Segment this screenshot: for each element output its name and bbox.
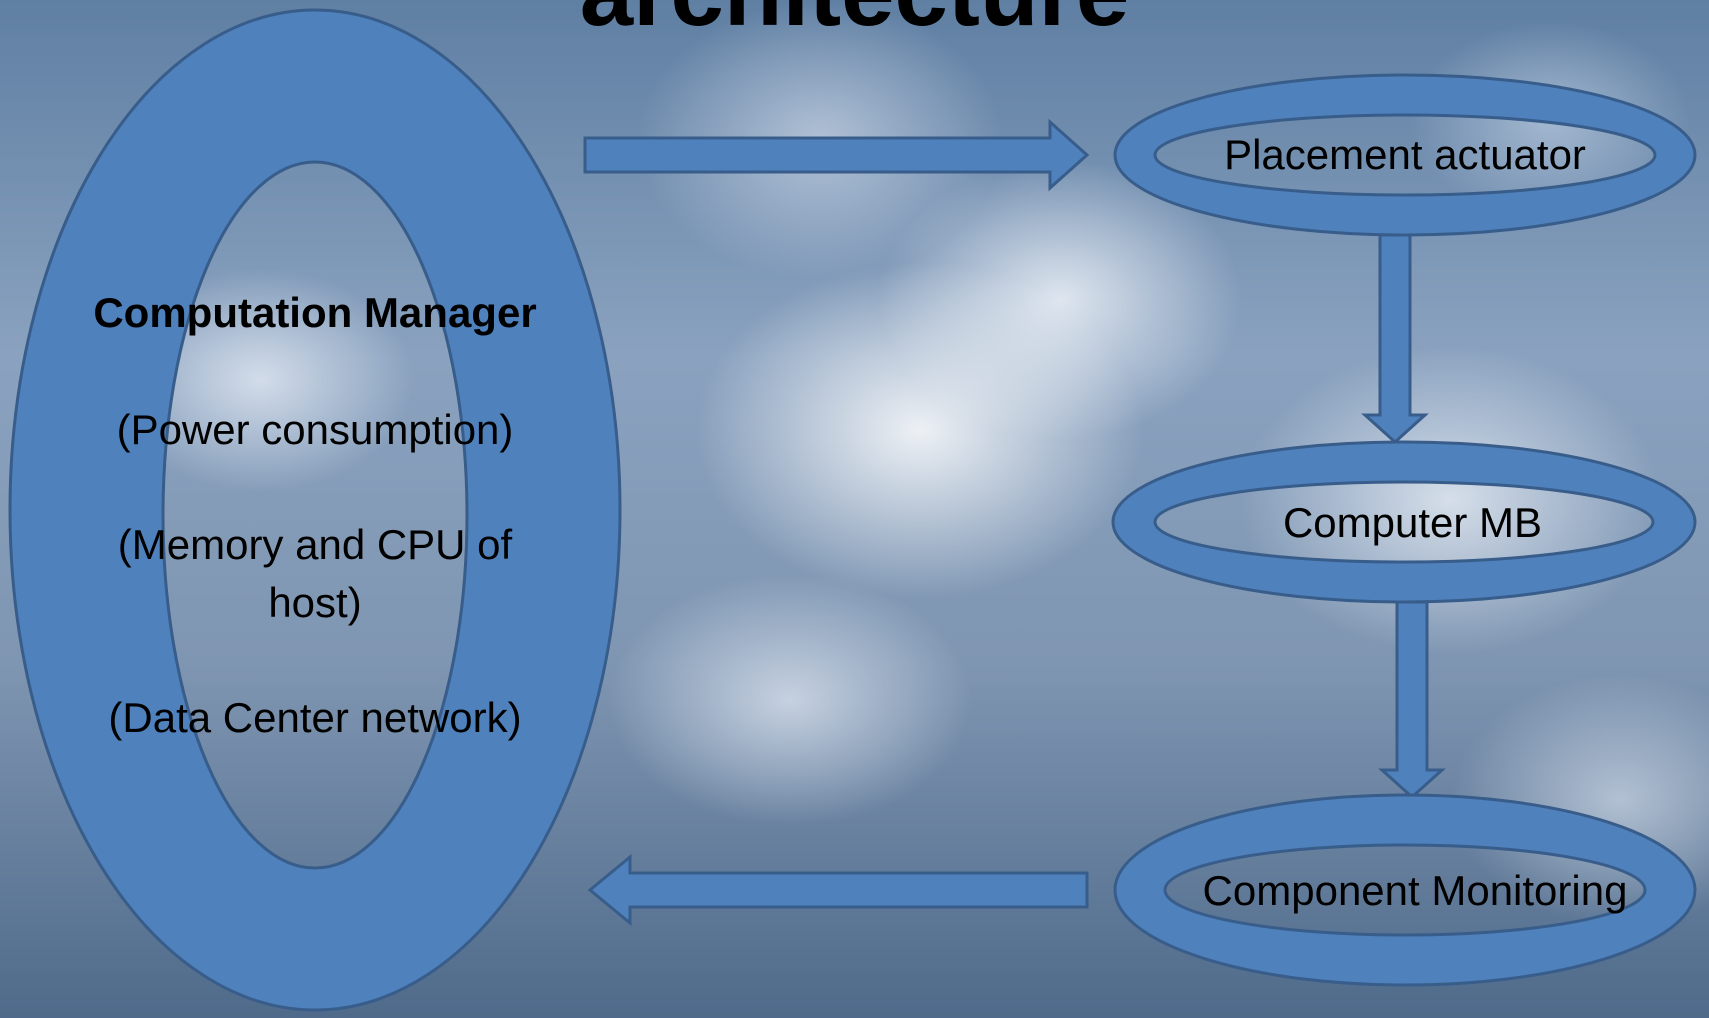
manager-item-network: (Data Center network) — [108, 694, 522, 741]
manager-item-power: (Power consumption) — [116, 406, 514, 453]
manager-item-memory-line-2: host) — [268, 579, 362, 626]
placement-actuator-ring — [1113, 73, 1697, 237]
arrow-to-manager — [587, 853, 1089, 927]
computation-manager-ring — [8, 8, 622, 1012]
arrow-to-computer — [1361, 233, 1429, 445]
placement-actuator-label: Placement actuator — [1224, 131, 1586, 178]
manager-heading: Computation Manager — [93, 289, 537, 336]
computer-mb-ring — [1111, 440, 1697, 604]
manager-item-memory-line-1: (Memory and CPU of — [117, 521, 513, 568]
component-monitoring-ring — [1113, 793, 1697, 987]
computer-mb-label: Computer MB — [1282, 499, 1543, 546]
arrow-to-monitoring — [1378, 600, 1446, 800]
slide-title: architecture — [0, 0, 1709, 48]
arrow-to-placement — [583, 118, 1090, 192]
component-monitoring-label: Component Monitoring — [1202, 867, 1628, 914]
